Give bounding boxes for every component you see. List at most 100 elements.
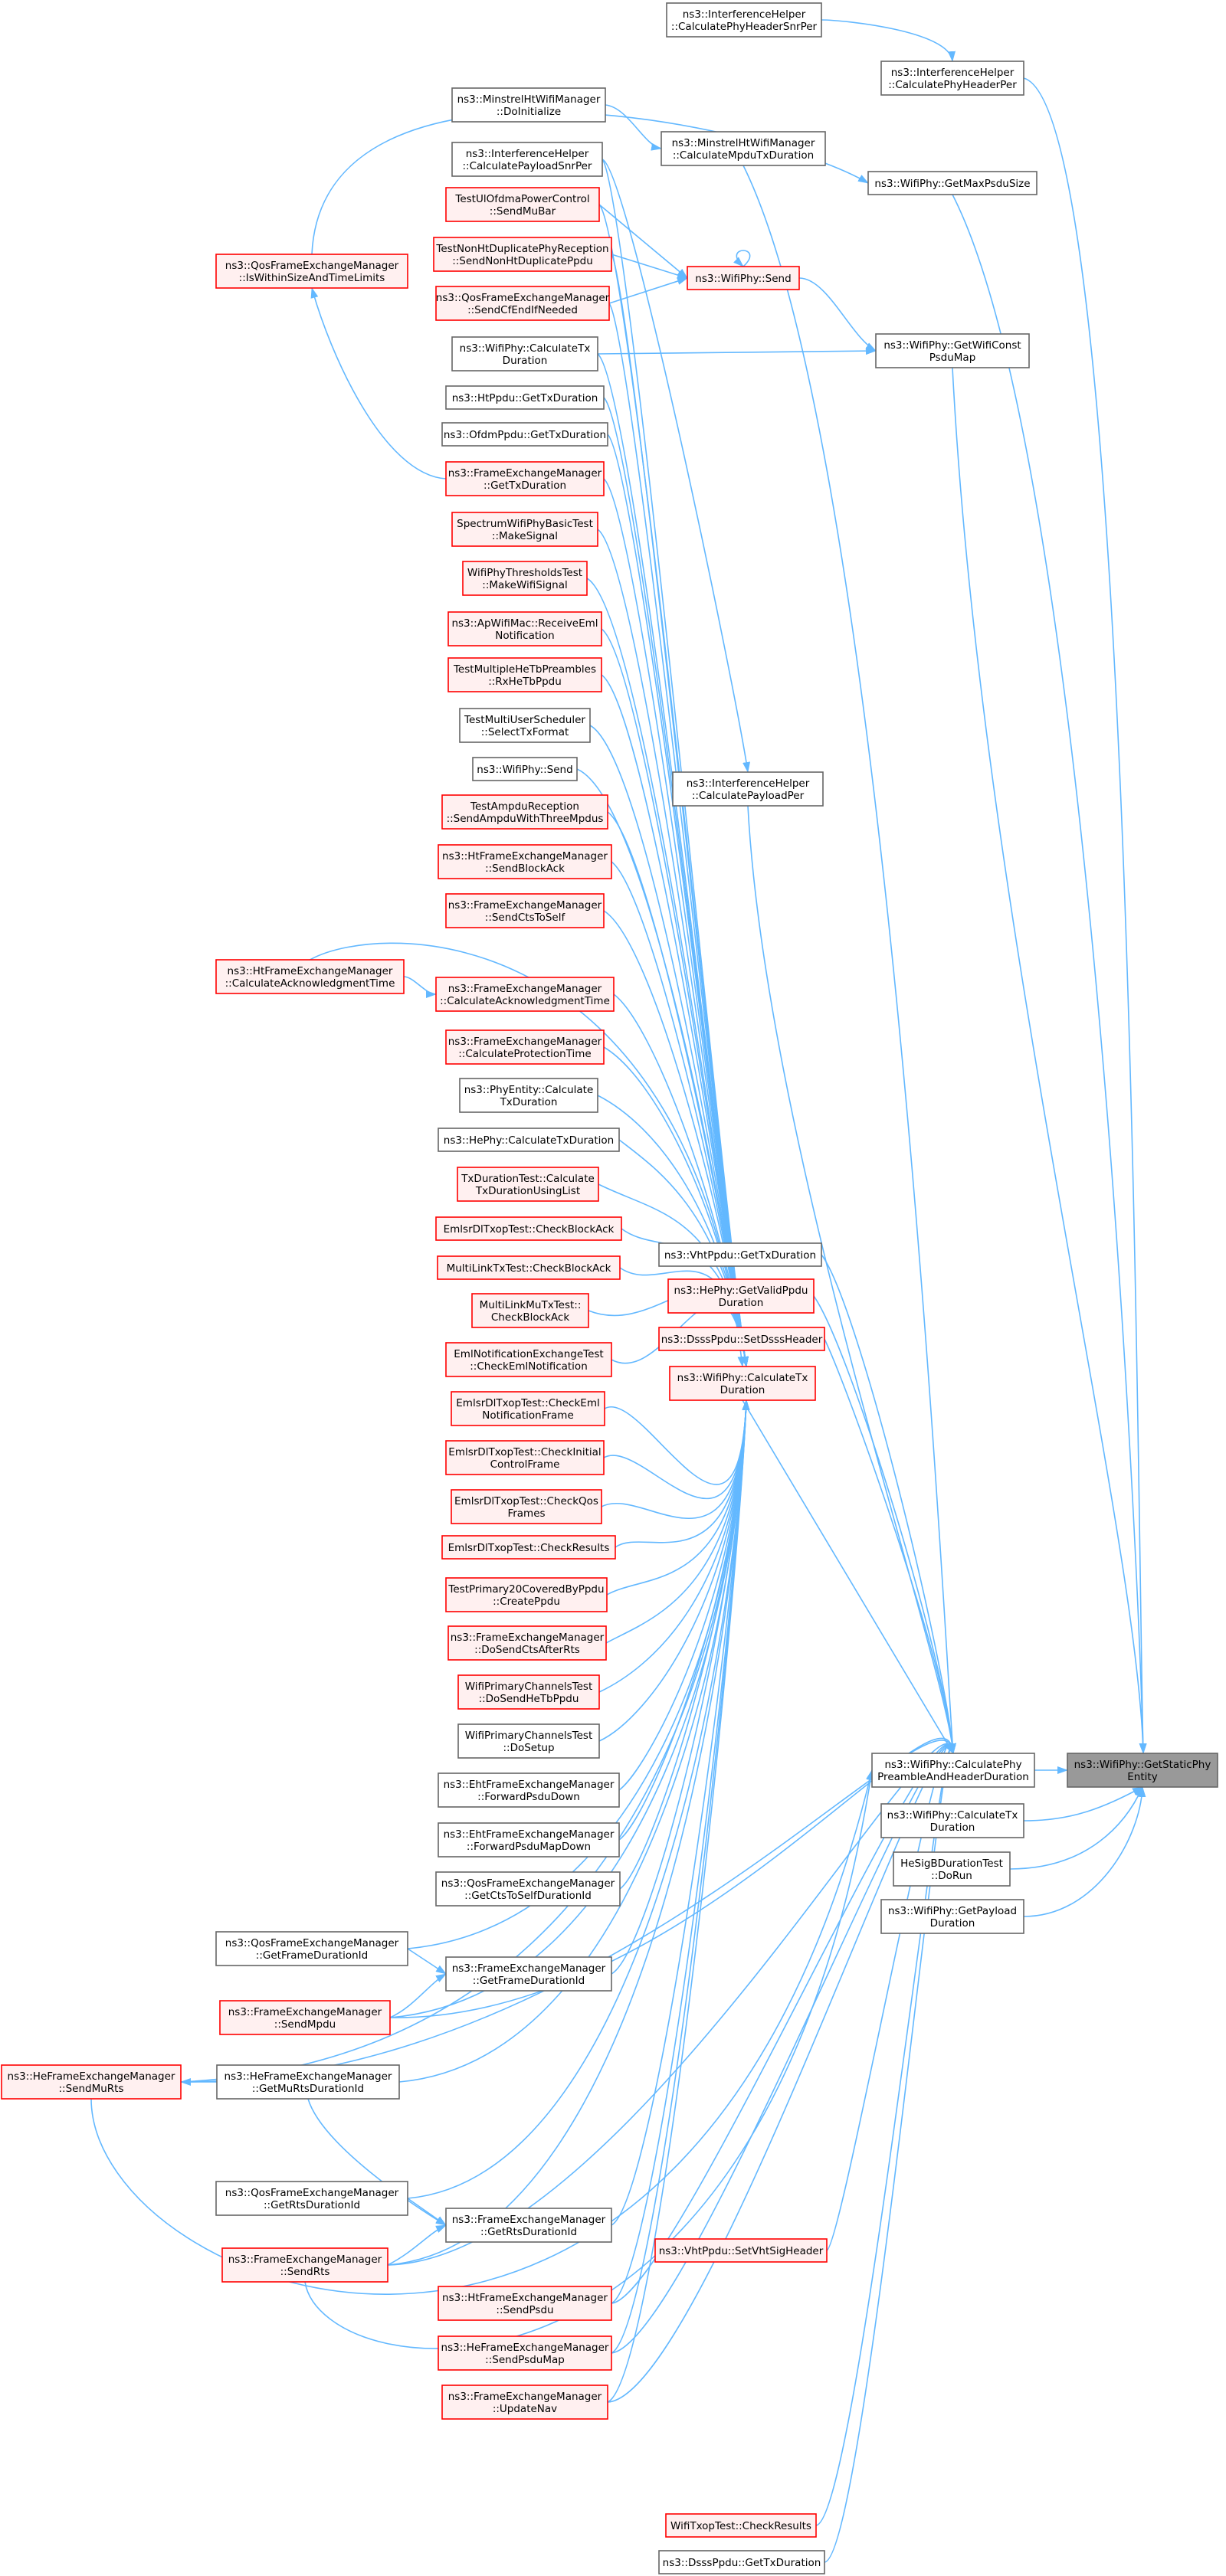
node-multiLinkTx[interactable]: MultiLinkTxTest::CheckBlockAck xyxy=(437,1255,621,1280)
node-qosCfEnd[interactable]: ns3::QosFrameExchangeManager::SendCfEndI… xyxy=(435,286,610,321)
node-minstrelCalc[interactable]: ns3::MinstrelHtWifiManager::CalculateMpd… xyxy=(661,131,826,166)
node-femDoSendCts[interactable]: ns3::FrameExchangeManager::DoSendCtsAfte… xyxy=(447,1625,607,1661)
node-wifiPhyCalcTxC[interactable]: ns3::WifiPhy::CalculateTxDuration xyxy=(669,1366,816,1401)
node-heFemMuRtsDur[interactable]: ns3::HeFrameExchangeManager::GetMuRtsDur… xyxy=(216,2064,400,2100)
node-calcPhyPreamble[interactable]: ns3::WifiPhy::CalculatePhyPreambleAndHea… xyxy=(871,1753,1035,1788)
node-multiLinkMu[interactable]: MultiLinkMuTxTest::CheckBlockAck xyxy=(471,1293,589,1328)
node-label: ::CalculateAcknowledgmentTime xyxy=(225,977,395,990)
node-femCalcProt[interactable]: ns3::FrameExchangeManager::CalculateProt… xyxy=(445,1029,605,1065)
node-label: ns3::FrameExchangeManager xyxy=(228,2006,382,2018)
node-ulOfdma[interactable]: TestUlOfdmaPowerControl::SendMuBar xyxy=(445,187,600,222)
node-femCalcAck[interactable]: ns3::FrameExchangeManager::CalculateAckn… xyxy=(435,977,615,1012)
node-minstrelInit[interactable]: ns3::MinstrelHtWifiManager::DoInitialize xyxy=(451,87,606,123)
node-label: ::SelectTxFormat xyxy=(481,726,569,738)
node-ofdmPpdu[interactable]: ns3::OfdmPpdu::GetTxDuration xyxy=(441,422,608,447)
node-label: ::IsWithinSizeAndTimeLimits xyxy=(239,272,385,284)
node-ehtFwdMap[interactable]: ns3::EhtFrameExchangeManager::ForwardPsd… xyxy=(438,1822,620,1858)
node-vhtPpduGetTx[interactable]: ns3::VhtPpdu::GetTxDuration xyxy=(658,1242,822,1267)
node-box xyxy=(462,561,588,596)
node-qosFrameDur[interactable]: ns3::QosFrameExchangeManager::GetFrameDu… xyxy=(215,1931,408,1966)
node-heFemSendMap[interactable]: ns3::HeFrameExchangeManager::SendPsduMap xyxy=(438,2335,612,2371)
node-heSigB[interactable]: HeSigBDurationTest::DoRun xyxy=(893,1851,1011,1887)
node-wifiTxop[interactable]: WifiTxopTest::CheckResults xyxy=(665,2513,817,2538)
node-vhtSetSig[interactable]: ns3::VhtPpdu::SetVhtSigHeader xyxy=(654,2238,828,2263)
node-femSendMpdu[interactable]: ns3::FrameExchangeManager::SendMpdu xyxy=(219,2000,391,2035)
node-primChSetup[interactable]: WifiPrimaryChannelsTest::DoSetup xyxy=(457,1723,600,1759)
edge-heFemSendMap-wifiPhyCalcTxC-b xyxy=(611,1399,750,2354)
node-ehtFwdPsdu[interactable]: ns3::EhtFrameExchangeManager::ForwardPsd… xyxy=(438,1772,620,1808)
node-multiUser[interactable]: TestMultiUserScheduler::SelectTxFormat xyxy=(459,708,591,743)
node-heFemSendMuRts[interactable]: ns3::HeFrameExchangeManager::SendMuRts xyxy=(1,2064,182,2100)
node-wifiThresh[interactable]: WifiPhyThresholdsTest::MakeWifiSignal xyxy=(462,561,588,596)
node-emlsrResults[interactable]: EmlsrDlTxopTest::CheckResults xyxy=(441,1535,616,1560)
node-wifiPhyCalcTxL[interactable]: ns3::WifiPhy::CalculateTxDuration xyxy=(451,336,598,372)
node-label: ::GetRtsDurationId xyxy=(264,2199,360,2211)
node-label: ns3::FrameExchangeManager xyxy=(452,2214,606,2226)
node-label: ::CalculatePayloadSnrPer xyxy=(463,160,592,172)
node-wifiPhyCalcTxR[interactable]: ns3::WifiPhy::CalculateTxDuration xyxy=(880,1803,1024,1838)
node-primary20[interactable]: TestPrimary20CoveredByPpdu::CreatePpdu xyxy=(445,1577,608,1612)
node-label: TxDurationUsingList xyxy=(475,1185,580,1197)
node-ihCalcPhyHdrPer[interactable]: ns3::InterferenceHelper::CalculatePhyHea… xyxy=(880,61,1024,96)
node-wifiPhySendRed[interactable]: ns3::WifiPhy::Send xyxy=(687,266,800,290)
node-femRtsDur[interactable]: ns3::FrameExchangeManager::GetRtsDuratio… xyxy=(445,2208,612,2243)
node-nonHtDup[interactable]: TestNonHtDuplicatePhyReception::SendNonH… xyxy=(433,237,612,272)
node-emlsrInitial[interactable]: EmlsrDlTxopTest::CheckInitialControlFram… xyxy=(445,1440,605,1475)
node-box xyxy=(438,1822,620,1858)
node-label: ns3::DsssPpdu::GetTxDuration xyxy=(663,2557,821,2569)
node-label: ns3::WifiPhy::CalculateTx xyxy=(887,1809,1018,1822)
node-label: ::CalculateProtectionTime xyxy=(458,1048,591,1060)
node-box xyxy=(459,1078,598,1113)
node-getMaxPsdu[interactable]: ns3::WifiPhy::GetMaxPsduSize xyxy=(867,171,1038,195)
node-primChHeTb[interactable]: WifiPrimaryChannelsTest::DoSendHeTbPpdu xyxy=(457,1674,600,1710)
node-ihCalcPhyHdrSnr[interactable]: ns3::InterferenceHelper::CalculatePhyHea… xyxy=(666,2,822,38)
node-emlsrCheckBA[interactable]: EmlsrDlTxopTest::CheckBlockAck xyxy=(435,1216,622,1241)
node-emlsrEmlFrame[interactable]: EmlsrDlTxopTest::CheckEmlNotificationFra… xyxy=(451,1391,605,1426)
node-emlNotif[interactable]: EmlNotificationExchangeTest::CheckEmlNot… xyxy=(445,1342,612,1377)
node-label: ns3::FrameExchangeManager xyxy=(451,1632,605,1644)
node-htPpdu[interactable]: ns3::HtPpdu::GetTxDuration xyxy=(445,385,605,410)
node-label: ns3::WifiPhy::CalculateTx xyxy=(677,1372,808,1384)
node-box xyxy=(658,1327,825,1351)
node-ihPayloadPer[interactable]: ns3::InterferenceHelper::CalculatePayloa… xyxy=(672,771,824,807)
edge-ihCalcPhyHdrSnr-ihCalcPhyHdrPer xyxy=(821,19,956,62)
node-qosIsWithin[interactable]: ns3::QosFrameExchangeManager::IsWithinSi… xyxy=(215,254,408,289)
node-label: ns3::QosFrameExchangeManager xyxy=(225,2187,399,2199)
node-femFrameDur[interactable]: ns3::FrameExchangeManager::GetFrameDurat… xyxy=(445,1956,612,1992)
edge-wifiPhyCalcTxR-root xyxy=(1023,1786,1143,1822)
node-ampduRecep[interactable]: TestAmpduReception::SendAmpduWithThreeMp… xyxy=(441,794,608,830)
node-label: ns3::WifiPhy::GetStaticPhy xyxy=(1074,1759,1211,1771)
node-label: ::SendAmpduWithThreeMpdus xyxy=(447,813,604,825)
node-femSendRts[interactable]: ns3::FrameExchangeManager::SendRts xyxy=(221,2247,388,2283)
node-spectrumBasic[interactable]: SpectrumWifiPhyBasicTest::MakeSignal xyxy=(451,512,598,547)
node-multiHeTb[interactable]: TestMultipleHeTbPreambles::RxHeTbPpdu xyxy=(447,657,602,692)
node-ihPayloadSnr[interactable]: ns3::InterferenceHelper::CalculatePayloa… xyxy=(451,142,603,177)
node-qosCtsSelfDur[interactable]: ns3::QosFrameExchangeManager::GetCtsToSe… xyxy=(435,1871,621,1907)
node-wifiPhySend2[interactable]: ns3::WifiPhy::Send xyxy=(472,757,578,781)
node-phyEntity[interactable]: ns3::PhyEntity::CalculateTxDuration xyxy=(459,1078,598,1113)
node-label: ns3::MinstrelHtWifiManager xyxy=(672,137,815,149)
node-label: SpectrumWifiPhyBasicTest xyxy=(457,518,593,530)
edge-emlsrInitial-wifiPhyCalcTxC-b xyxy=(603,1399,750,1500)
node-hePhyCalc[interactable]: ns3::HePhy::CalculateTxDuration xyxy=(438,1128,620,1152)
node-box xyxy=(445,2208,612,2243)
node-txDurTest[interactable]: TxDurationTest::CalculateTxDurationUsing… xyxy=(457,1167,599,1202)
node-box xyxy=(437,1255,621,1280)
node-femCtsSelf[interactable]: ns3::FrameExchangeManager::SendCtsToSelf xyxy=(445,893,605,928)
node-htFemCalcAck[interactable]: ns3::HtFrameExchangeManager::CalculateAc… xyxy=(215,959,405,994)
node-qosRtsDur[interactable]: ns3::QosFrameExchangeManager::GetRtsDura… xyxy=(215,2181,408,2216)
node-htFemSendPsdu[interactable]: ns3::HtFrameExchangeManager::SendPsdu xyxy=(438,2286,612,2321)
node-dsssSetHdr[interactable]: ns3::DsssPpdu::SetDsssHeader xyxy=(658,1327,825,1351)
node-box xyxy=(445,893,605,928)
node-htFemSendBA[interactable]: ns3::HtFrameExchangeManager::SendBlockAc… xyxy=(438,844,612,879)
node-dsssGetTx[interactable]: ns3::DsssPpdu::GetTxDuration xyxy=(658,2550,825,2574)
node-label: Duration xyxy=(930,1822,975,1834)
node-femGetTxDur[interactable]: ns3::FrameExchangeManager::GetTxDuration xyxy=(445,461,605,496)
node-femUpdateNav[interactable]: ns3::FrameExchangeManager::UpdateNav xyxy=(441,2385,608,2420)
